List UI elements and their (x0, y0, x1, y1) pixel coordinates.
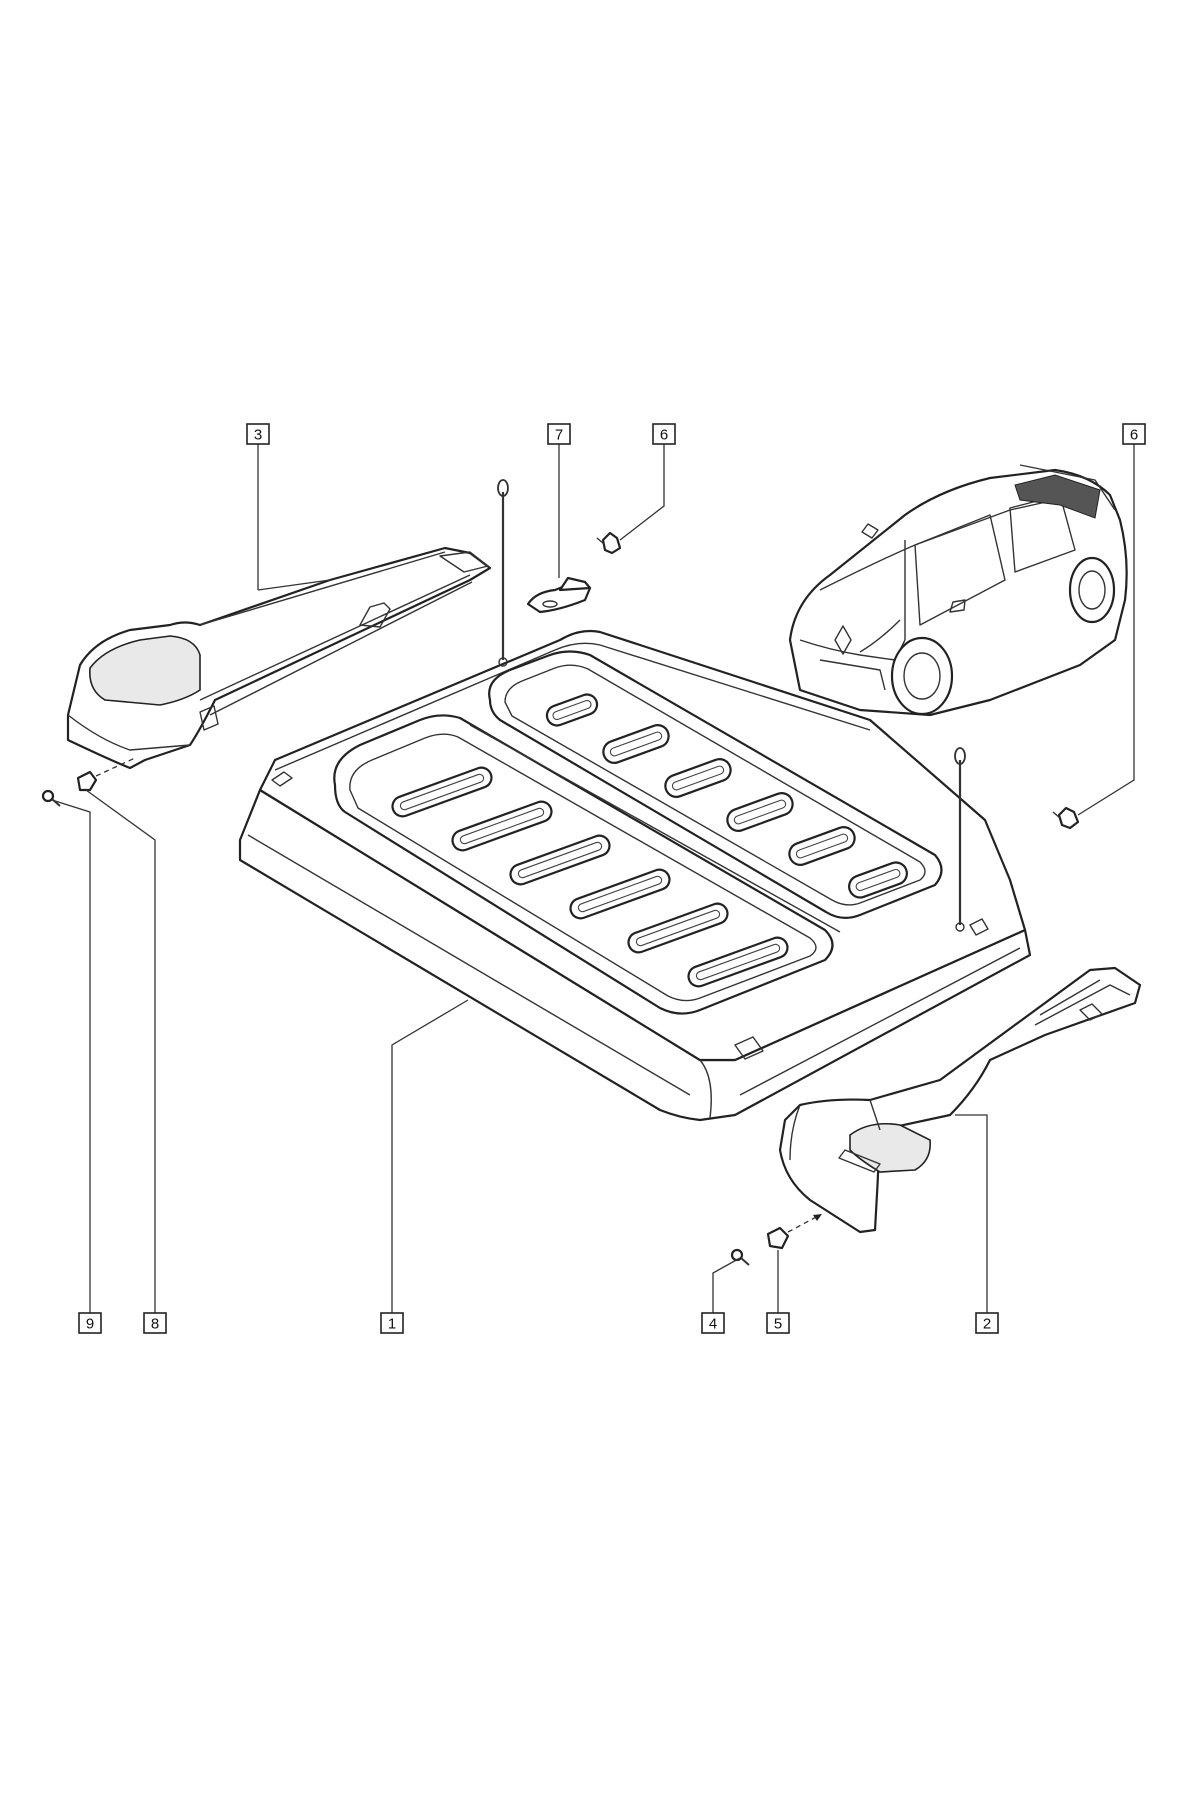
assembly-arrow-right (787, 1214, 821, 1233)
left-panel-slots (391, 766, 789, 988)
right-side-trim (778, 966, 1142, 1234)
clip-part-6-top (596, 531, 622, 555)
fastener-part-5 (766, 1226, 790, 1250)
callout-2-text: 2 (983, 1316, 991, 1333)
fastener-part-8 (76, 770, 98, 792)
support-cords (497, 479, 966, 932)
callout-5-text: 5 (774, 1316, 782, 1333)
callout-3-text: 3 (254, 427, 262, 444)
callout-1-text: 1 (388, 1316, 396, 1333)
callout-6-right: 6 (1122, 423, 1146, 445)
screw-part-9 (41, 789, 61, 807)
bracket-part-7 (526, 576, 592, 614)
vehicle-locator (788, 464, 1128, 717)
left-side-trim (66, 546, 492, 770)
callout-6-right-text: 6 (1130, 427, 1138, 444)
callout-6-top: 6 (652, 423, 676, 445)
assembly-arrowhead-right (813, 1214, 822, 1221)
parcel-shelf (238, 479, 1032, 1122)
callout-7: 7 (547, 423, 571, 445)
callout-9: 9 (78, 1312, 102, 1334)
leader-lines (51, 442, 1135, 1315)
callout-8: 8 (143, 1312, 167, 1334)
callout-9-text: 9 (86, 1316, 94, 1333)
clip-part-6-right (1052, 806, 1080, 830)
screw-part-4 (730, 1248, 750, 1266)
callout-2: 2 (975, 1312, 999, 1334)
callout-3: 3 (246, 423, 270, 445)
callout-1: 1 (380, 1312, 404, 1334)
right-panel-slots (545, 693, 908, 899)
callout-6-top-text: 6 (660, 427, 668, 444)
callout-8-text: 8 (151, 1316, 159, 1333)
callout-4-text: 4 (709, 1316, 717, 1333)
callout-5: 5 (766, 1312, 790, 1334)
assembly-arrow-left (95, 757, 136, 777)
callout-4: 4 (701, 1312, 725, 1334)
callout-7-text: 7 (555, 427, 563, 444)
